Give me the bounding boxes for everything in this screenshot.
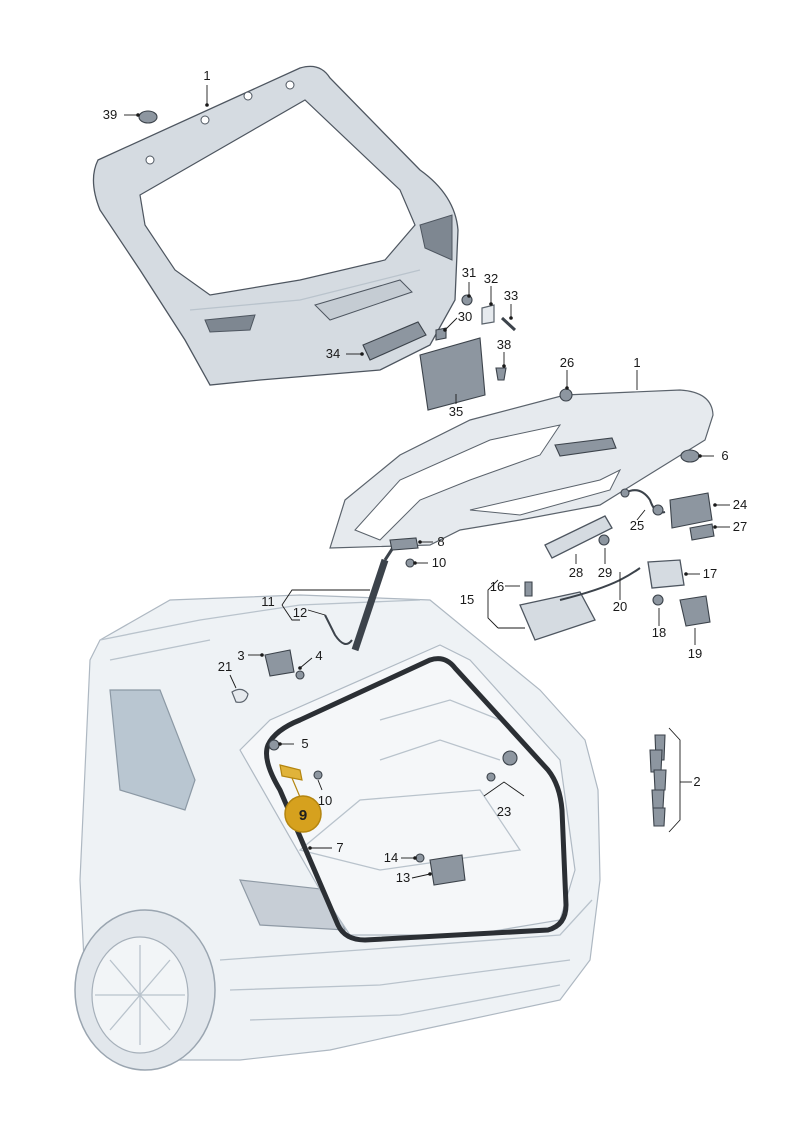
callout-10-upper: 10: [432, 555, 446, 570]
cable-12: [324, 614, 353, 645]
callout-17: 17: [703, 566, 717, 581]
lock-striker-13: [429, 854, 466, 886]
screw-38: [495, 367, 507, 381]
grommet-part: [138, 110, 158, 124]
callout-34: 34: [326, 346, 340, 361]
callout-4: 4: [315, 648, 322, 663]
callout-21: 21: [218, 659, 232, 674]
callout-18: 18: [652, 625, 666, 640]
highlight-badge: [284, 795, 322, 833]
callout-10-lower: 10: [318, 793, 332, 808]
bumper-23b: [486, 772, 496, 782]
tailgate-seal: [264, 656, 569, 943]
actuator-28: [544, 515, 613, 559]
part-29: [598, 534, 610, 546]
callout-7: 7: [336, 840, 343, 855]
highlight-badge-label: 9: [299, 807, 307, 824]
cap-26: [559, 388, 573, 402]
cargo-opening: [239, 644, 576, 936]
fastener-set-2: [649, 734, 667, 827]
screw-10-lower: [313, 770, 323, 780]
licence-plate-holder: [419, 337, 486, 411]
callout-32: 32: [484, 271, 498, 286]
callout-29: 29: [598, 565, 612, 580]
licence-bracket: [362, 321, 427, 361]
gas-strut: [351, 537, 419, 652]
callout-14: 14: [384, 850, 398, 865]
callouts: 1 39 31 32 33 30 38 34 35 26 1 6 24 25 2…: [103, 68, 747, 885]
plug-6: [680, 449, 700, 463]
callout-6: 6: [721, 448, 728, 463]
callout-25: 25: [630, 518, 644, 533]
callout-39: 39: [103, 107, 117, 122]
callout-3: 3: [237, 648, 244, 663]
callout-20: 20: [613, 599, 627, 614]
callout-13: 13: [396, 870, 410, 885]
tailgate-trim: [329, 389, 714, 549]
callout-27: 27: [733, 519, 747, 534]
callout-24: 24: [733, 497, 747, 512]
screw-4: [295, 670, 305, 680]
handle-and-switch: [620, 488, 715, 541]
callout-23: 23: [497, 804, 511, 819]
callout-38: 38: [497, 337, 511, 352]
callout-12: 12: [293, 605, 307, 620]
leader-dots: [136, 103, 717, 876]
callout-33: 33: [504, 288, 518, 303]
callout-16: 16: [490, 579, 504, 594]
callout-30: 30: [458, 309, 472, 324]
callout-1-upper: 1: [203, 68, 210, 83]
highlighted-part-9: 9: [279, 764, 322, 833]
callout-35: 35: [449, 404, 463, 419]
bumper-23: [502, 750, 518, 766]
callout-31: 31: [462, 265, 476, 280]
nut-5: [268, 739, 280, 751]
callout-19: 19: [688, 646, 702, 661]
callout-11: 11: [261, 594, 275, 609]
callout-15: 15: [460, 592, 474, 607]
small-fasteners-upper: [435, 294, 517, 341]
callout-28: 28: [569, 565, 583, 580]
callout-1-lower: 1: [633, 355, 640, 370]
callout-5: 5: [301, 736, 308, 751]
hinge-3: [264, 649, 295, 677]
callout-26: 26: [560, 355, 574, 370]
callout-8: 8: [437, 534, 444, 549]
callout-2: 2: [693, 774, 700, 789]
leader-lines: [124, 85, 730, 879]
nut-14: [415, 853, 425, 863]
tailgate-panel: [92, 65, 459, 386]
stop-21: [231, 688, 249, 703]
